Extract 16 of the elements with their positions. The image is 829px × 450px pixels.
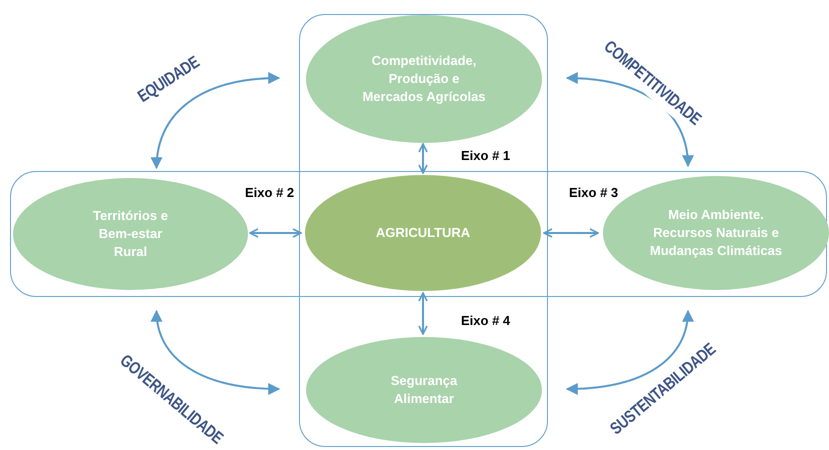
node-text: AGRICULTURA: [376, 224, 470, 242]
edge-label: Eixo # 1: [460, 147, 512, 165]
node-text: Territórios e Bem-estar Rural: [92, 206, 169, 262]
node-text: Competitividade, Produção e Mercados Agrícolas: [361, 52, 487, 106]
node-text: Segurança Alimentar: [390, 372, 458, 408]
double-arrow: [566, 310, 694, 395]
double-arrow: [418, 143, 428, 174]
double-arrow: [249, 228, 302, 238]
double-arrow: [543, 228, 599, 238]
edge-label: Eixo # 2: [244, 184, 296, 202]
double-arrow: [151, 72, 280, 170]
double-arrow: [151, 310, 280, 395]
edge-label: Eixo # 4: [460, 312, 512, 330]
double-arrow: [418, 292, 428, 335]
edge-label: Eixo # 3: [568, 184, 620, 202]
node-text: Meio Ambiente. Recursos Naturais e Mudanças Climáticas: [648, 206, 784, 260]
